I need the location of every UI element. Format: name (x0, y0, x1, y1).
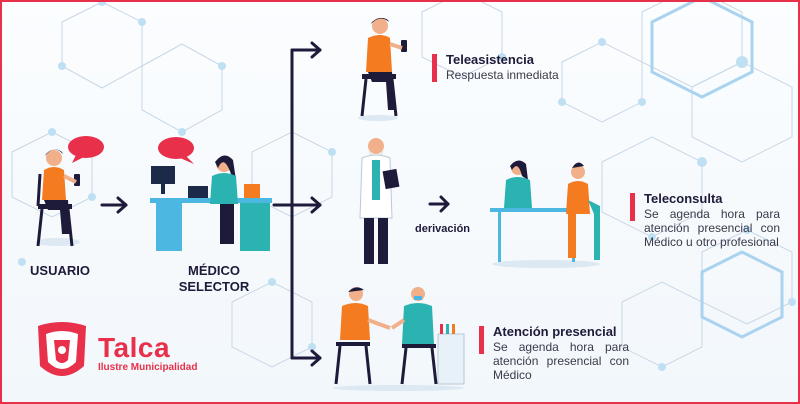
doctor-illustration (359, 138, 400, 264)
accent-bar (630, 193, 635, 221)
usuario-label: USUARIO (30, 263, 90, 278)
service-title: Teleasistencia (446, 52, 534, 67)
service-title: Teleconsulta (644, 191, 723, 206)
service-teleasistencia: Teleasistencia Respuesta inmediata (432, 52, 612, 82)
accent-bar (479, 326, 484, 354)
medico-label-line1: MÉDICO (188, 263, 240, 278)
accent-bar (432, 54, 437, 82)
service-description: Se agenda hora para atención presencial … (644, 207, 780, 249)
logo-subtitle: Ilustre Municipalidad (98, 362, 198, 373)
atencion-presencial-illustration (332, 287, 465, 391)
service-atencion-presencial: Atención presencial Se agenda hora para … (479, 324, 629, 382)
logo-title: Talca (98, 332, 171, 363)
usuario-illustration (36, 149, 80, 247)
medico-selector-illustration (150, 137, 272, 251)
logo: Talca Ilustre Municipalidad (98, 334, 197, 374)
service-description: Respuesta inmediata (446, 68, 559, 82)
service-title: Atención presencial (493, 324, 617, 339)
teleconsulta-illustration (490, 160, 600, 268)
municipal-seal-icon (38, 322, 86, 376)
medico-label-line2: SELECTOR (178, 279, 250, 294)
speech-bubble-icon (68, 136, 104, 163)
service-description: Se agenda hora para atención presencial … (493, 340, 629, 382)
medico-selector-label: MÉDICO SELECTOR (164, 263, 264, 295)
service-teleconsulta: Teleconsulta Se agenda hora para atenció… (630, 191, 780, 249)
teleasistencia-illustration (358, 17, 407, 121)
derivacion-label: derivación (415, 223, 471, 235)
